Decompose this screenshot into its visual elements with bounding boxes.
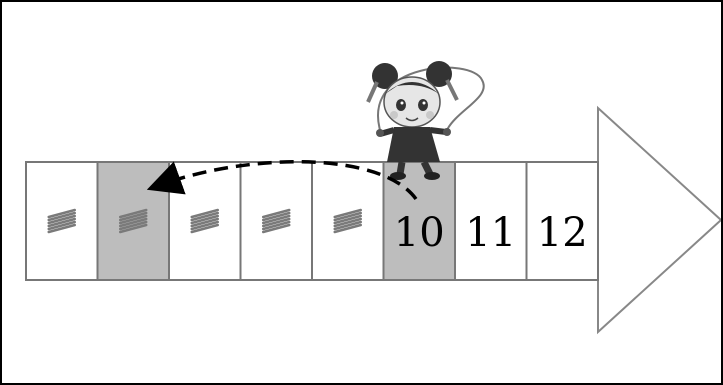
- cells-group: 10 11 12: [26, 162, 598, 280]
- cell-number-10: 10: [394, 210, 445, 256]
- cell-1: [26, 162, 98, 280]
- cell-number-11: 11: [465, 210, 516, 256]
- arrow-head-shape: [598, 108, 721, 332]
- cell-4: [241, 162, 313, 280]
- cell-number-12: 12: [537, 210, 588, 256]
- cell-2: [98, 162, 170, 280]
- cell-5: [312, 162, 384, 280]
